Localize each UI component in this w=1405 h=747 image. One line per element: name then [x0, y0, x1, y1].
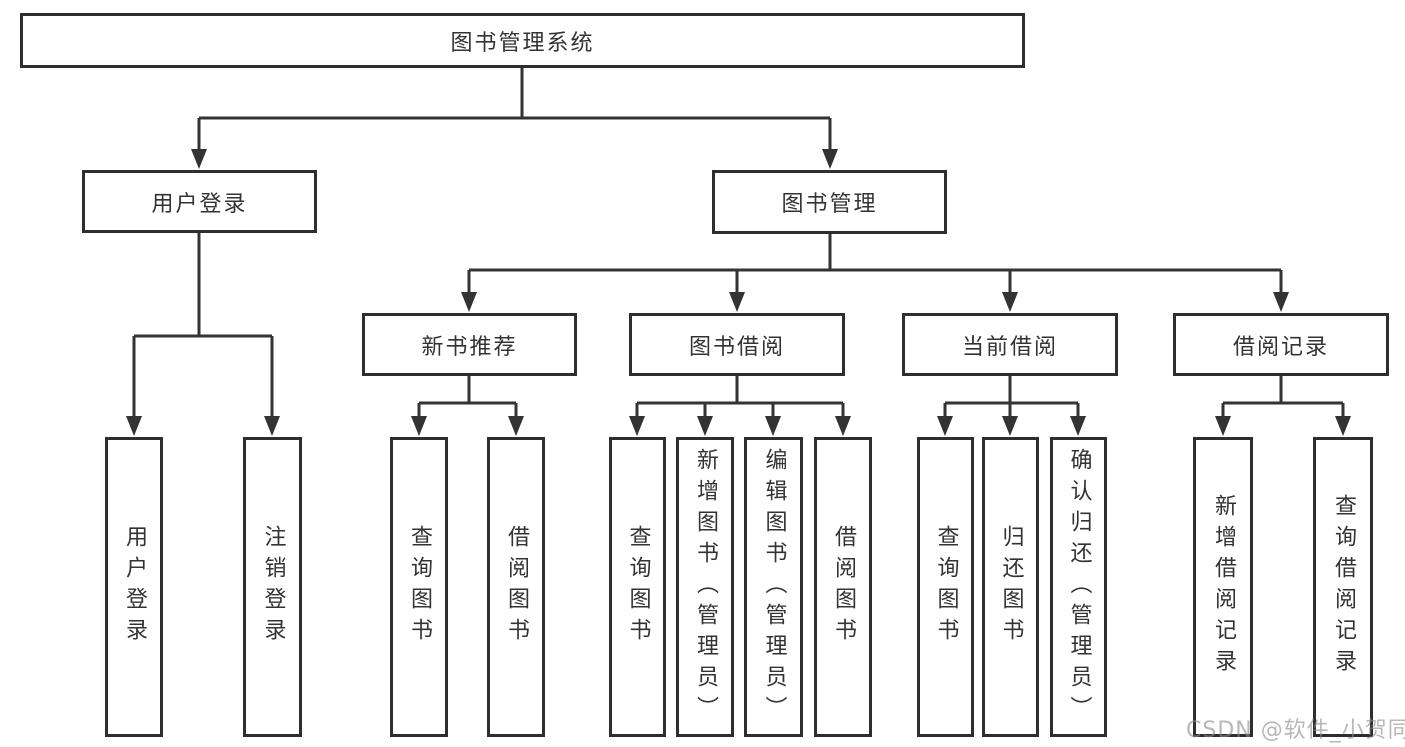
leaf-user-login: 用户登录 [105, 437, 163, 737]
leaf-edit-book-admin: 编辑图书（管理员） [744, 437, 803, 737]
leaf-query-book-current: 查询图书 [917, 437, 974, 737]
leaf-logout: 注销登录 [243, 437, 302, 737]
leaf-query-borrow-record: 查询借阅记录 [1313, 437, 1373, 737]
node-new-book-recommend: 新书推荐 [362, 313, 577, 376]
node-book-management: 图书管理 [712, 170, 947, 234]
node-current-borrow: 当前借阅 [902, 313, 1118, 376]
leaf-add-book-admin: 新增图书（管理员） [676, 437, 734, 737]
leaf-query-book-newbook: 查询图书 [390, 437, 448, 737]
leaf-confirm-return-admin: 确认归还（管理员） [1050, 437, 1107, 737]
leaf-query-book-borrow: 查询图书 [609, 437, 666, 737]
node-system-root: 图书管理系统 [20, 13, 1025, 68]
node-user-login: 用户登录 [82, 170, 317, 233]
leaf-return-book: 归还图书 [982, 437, 1039, 737]
leaf-borrow-book: 借阅图书 [814, 437, 872, 737]
leaf-add-borrow-record: 新增借阅记录 [1193, 437, 1253, 737]
leaf-borrow-book-newbook: 借阅图书 [487, 437, 545, 737]
node-borrow-record: 借阅记录 [1173, 313, 1389, 376]
node-book-borrow: 图书借阅 [629, 313, 845, 376]
watermark: CSDN @软件_小贺同学 [1186, 718, 1405, 743]
